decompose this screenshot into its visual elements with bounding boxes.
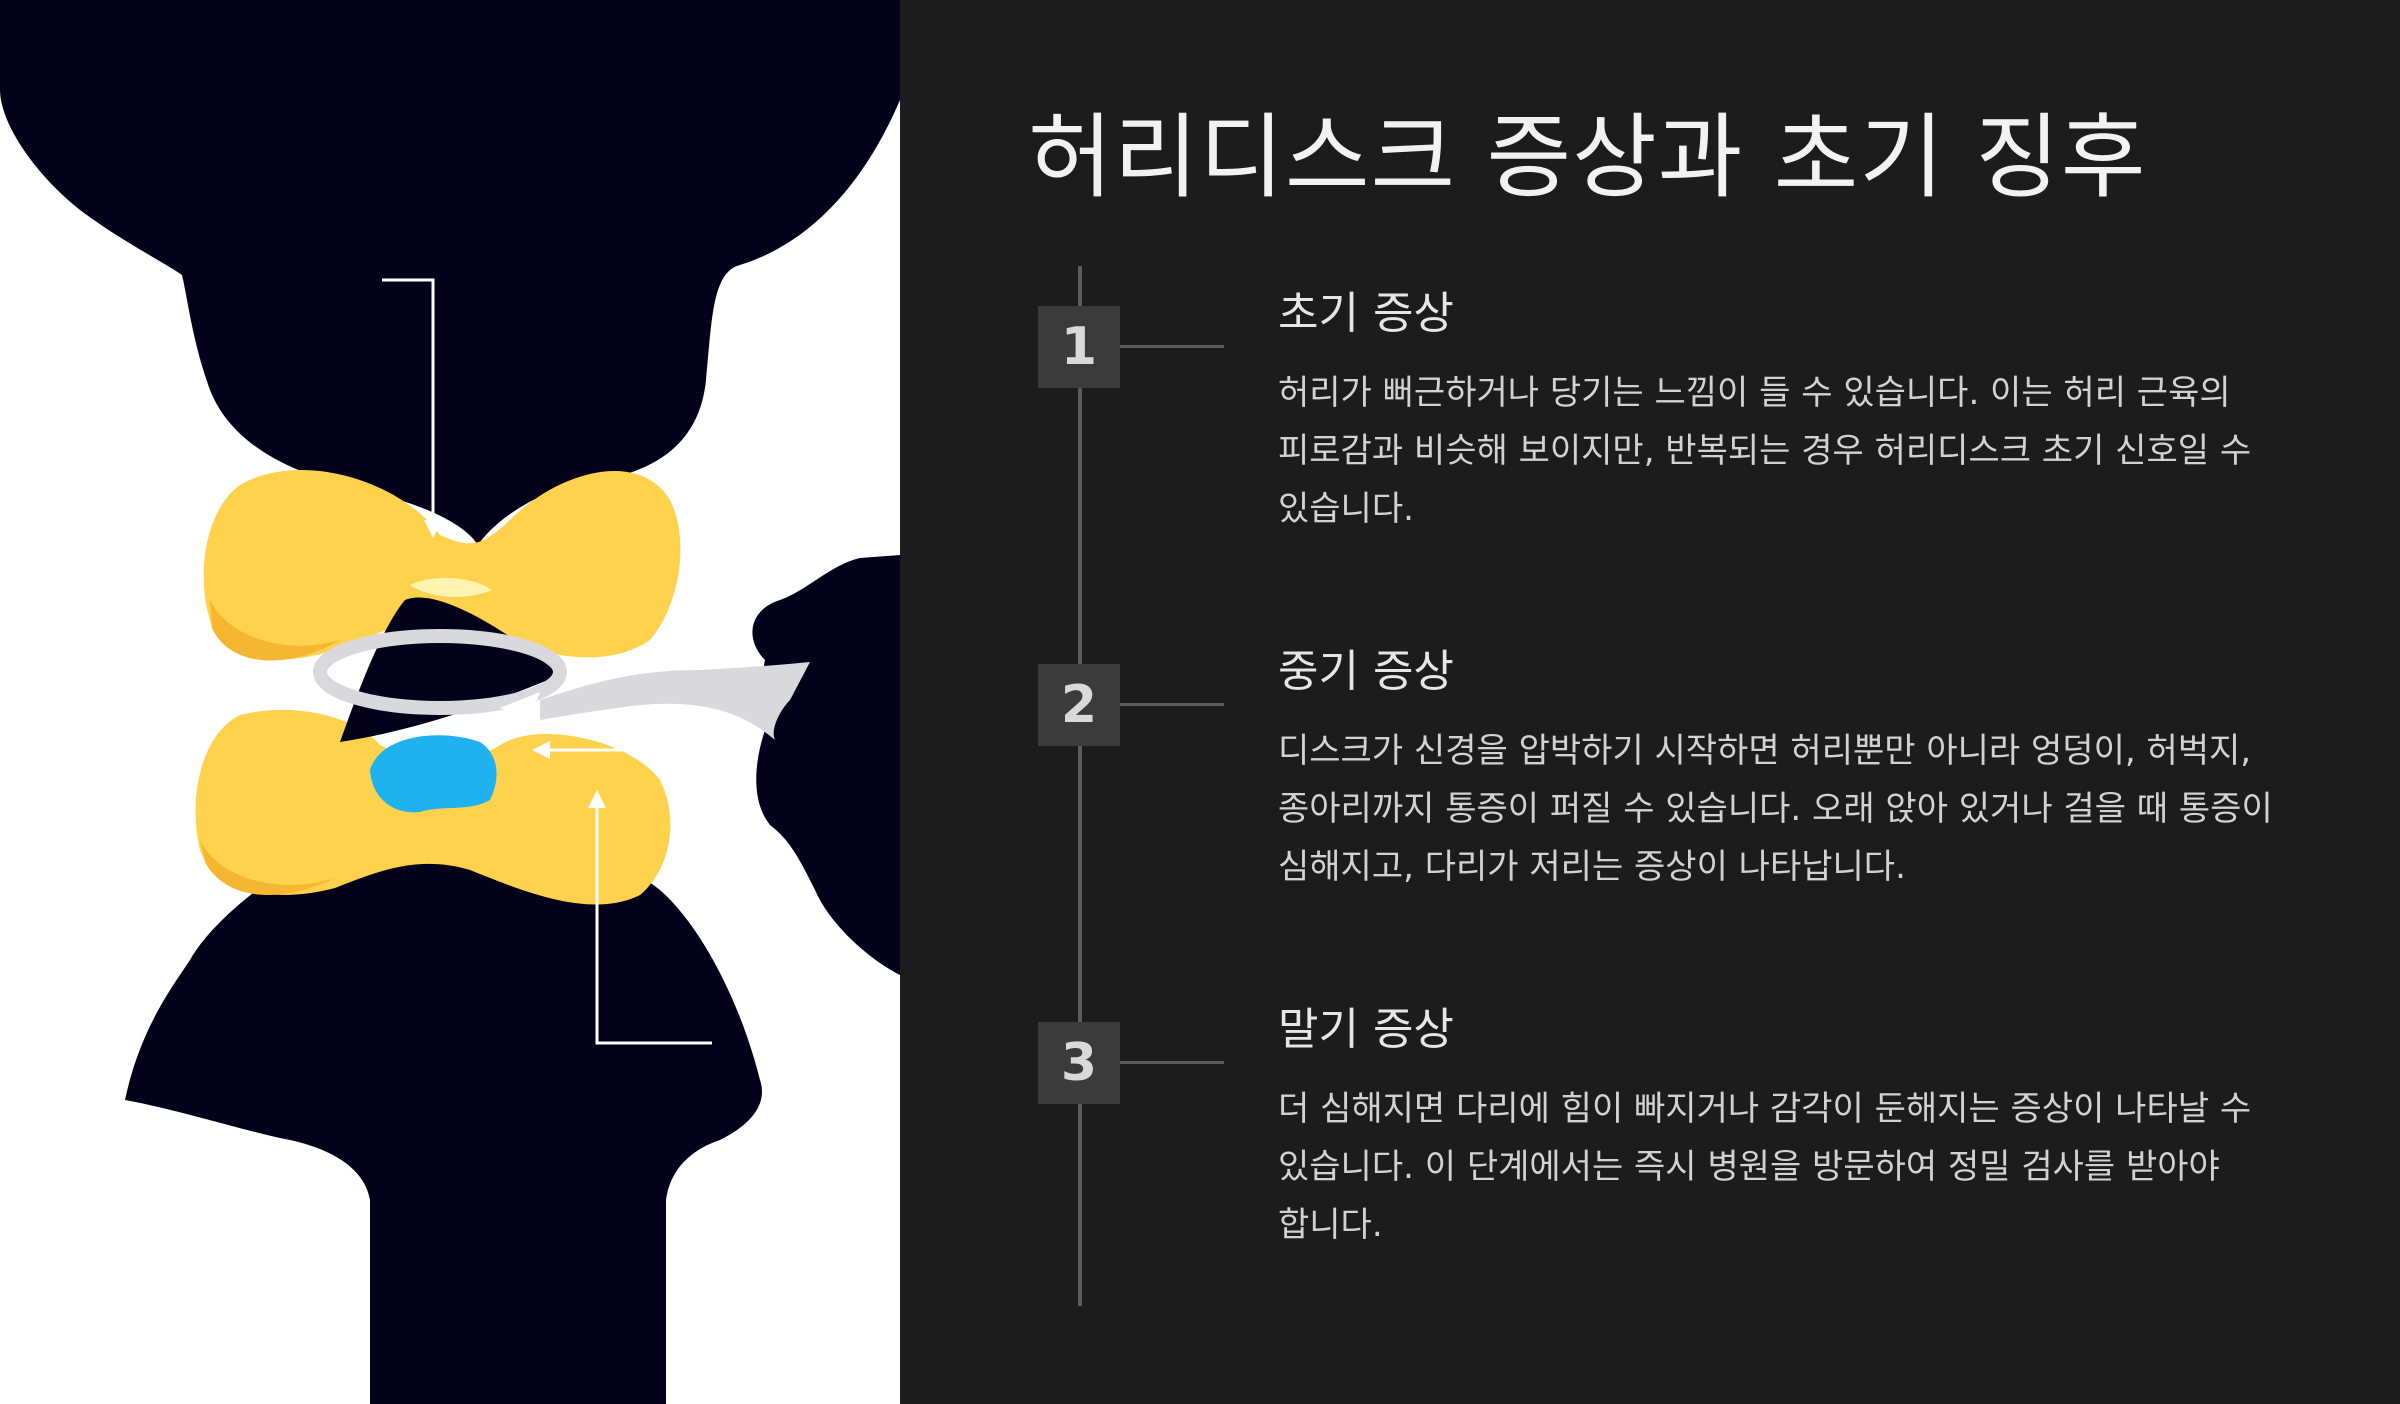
nerve-root xyxy=(540,662,810,740)
step-title: 초기 증상 xyxy=(1278,288,1454,339)
step-description: 디스크가 신경을 압박하기 시작하면 허리뿐만 아니라 엉덩이, 허벅지, 종아… xyxy=(1278,731,2273,887)
nerve-ring xyxy=(313,629,567,715)
herniated-nucleus xyxy=(370,735,497,813)
step-title: 말기 증상 xyxy=(1278,1004,1454,1055)
pointer-arrow-bottom xyxy=(588,790,606,808)
step-number-badge: 2 xyxy=(1038,664,1120,746)
upper-disc xyxy=(203,469,681,660)
pointer-line-top xyxy=(382,278,435,530)
adjacent-vertebra xyxy=(752,555,900,975)
spine-diagram xyxy=(0,0,900,1404)
lower-vertebra xyxy=(125,820,762,1404)
upper-vertebra xyxy=(0,0,900,545)
step-connector xyxy=(1120,703,1224,706)
timeline-line xyxy=(1078,266,1082,1306)
nerve-ring-arrowhead xyxy=(500,692,540,718)
step-description: 더 심해지면 다리에 힘이 빠지거나 감각이 둔해지는 증상이 나타날 수 있습… xyxy=(1278,1089,2252,1245)
step-connector xyxy=(1120,1061,1224,1064)
pointer-line-bottom xyxy=(595,800,712,1045)
step-number-badge: 3 xyxy=(1038,1022,1120,1104)
pointer-arrow-right xyxy=(740,741,758,759)
step-title: 중기 증상 xyxy=(1278,646,1454,697)
step-description: 허리가 뻐근하거나 당기는 느낌이 들 수 있습니다. 이는 허리 근육의 피로… xyxy=(1278,373,2252,529)
step-connector xyxy=(1120,345,1224,348)
step-number-badge: 1 xyxy=(1038,306,1120,388)
lower-disc-shadow xyxy=(200,840,335,896)
page-title: 허리디스크 증상과 초기 징후 xyxy=(1028,104,2147,211)
pointer-arrow-left xyxy=(532,741,550,759)
upper-disc-highlight xyxy=(410,578,492,597)
upper-disc-shadow xyxy=(210,600,340,661)
spine-disc-illustration xyxy=(0,0,900,1404)
content-panel: 허리디스크 증상과 초기 징후 1 초기 증상 허리가 뻐근하거나 당기는 느낌… xyxy=(900,0,2400,1404)
pointer-arrow-top xyxy=(424,520,442,538)
